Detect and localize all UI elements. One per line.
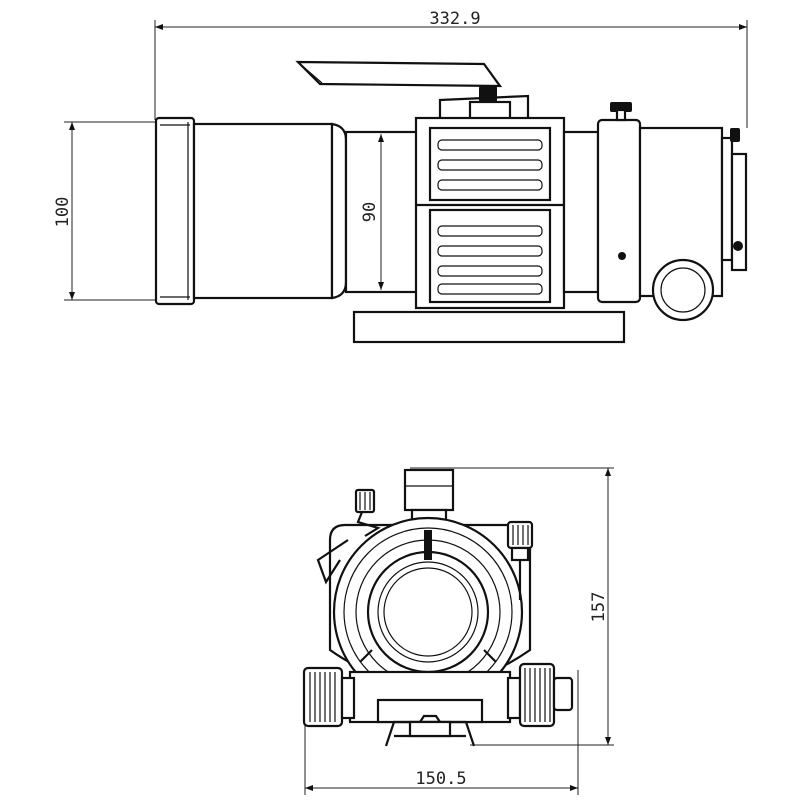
outer-ring bbox=[328, 516, 532, 708]
width-label: 150.5 bbox=[415, 769, 466, 789]
dovetail-base bbox=[352, 310, 626, 344]
height-label: 157 bbox=[589, 592, 609, 623]
tube-diameter-dimension: 90 bbox=[360, 134, 384, 290]
main-tube bbox=[344, 130, 420, 294]
length-dimension: 332.9 bbox=[154, 9, 748, 128]
left-focus-knob bbox=[302, 666, 356, 728]
rear-tube bbox=[562, 130, 600, 294]
tube-ring-cradle bbox=[414, 116, 566, 310]
height-dimension: 157 bbox=[410, 467, 614, 746]
carry-handle bbox=[295, 60, 503, 88]
tube-diameter-label: 90 bbox=[360, 202, 380, 222]
rear-view: 157 150.5 bbox=[302, 467, 614, 795]
dovetail-foot bbox=[384, 714, 476, 747]
left-thumbscrew bbox=[316, 488, 381, 585]
right-thumbscrew bbox=[506, 520, 534, 600]
width-dimension: 150.5 bbox=[304, 670, 579, 795]
dew-shield-diameter-label: 100 bbox=[53, 197, 73, 228]
length-label: 332.9 bbox=[429, 9, 480, 29]
dew-shield-diameter-dimension: 100 bbox=[53, 121, 160, 301]
side-view: 332.9 100 90 bbox=[53, 9, 748, 344]
right-focus-knob bbox=[506, 662, 574, 728]
dew-shield bbox=[192, 122, 334, 300]
focuser-knob-side bbox=[651, 258, 715, 322]
focuser bbox=[596, 102, 748, 322]
tube-circle bbox=[366, 550, 490, 674]
